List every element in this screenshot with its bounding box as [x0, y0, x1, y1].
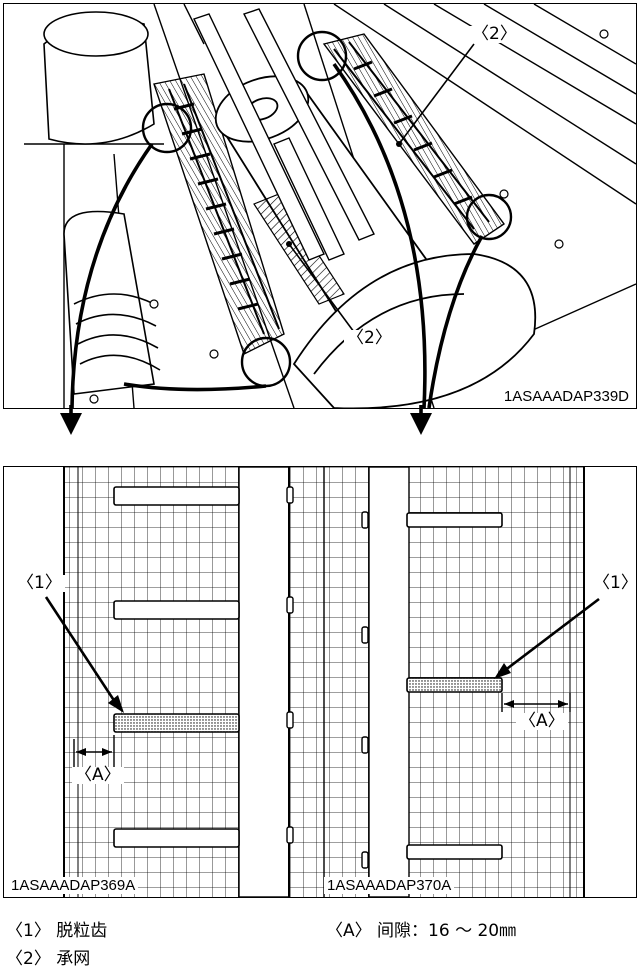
- legend-item-screen: 〈2〉 承网: [6, 949, 91, 969]
- bottom-right-callout-1: 〈1〉: [590, 575, 636, 592]
- threshing-tooth-highlight-right: [406, 677, 503, 693]
- transition-arrows: [60, 405, 432, 435]
- threshing-tooth-highlight-left: [113, 713, 240, 733]
- top-figure-panel: 1ASAAADAP339D 〈2〉 〈2〉: [3, 3, 637, 409]
- bottom-figure-panel: 〈1〉 〈A〉 〈1〉 〈A〉 1ASAAADAP369A 1ASAAADAP3…: [3, 466, 637, 898]
- top-figure-code: 1ASAAADAP339D: [500, 388, 632, 405]
- bottom-right-figure-code: 1ASAAADAP370A: [324, 877, 455, 894]
- legend-item-clearance: 〈A〉 间隙：16 ～ 20㎜: [326, 921, 517, 941]
- bottom-left-callout-a: 〈A〉: [72, 767, 124, 784]
- legend-item-threshing-tooth: 〈1〉 脱粒齿: [6, 921, 108, 941]
- bottom-left-figure-code: 1ASAAADAP369A: [8, 877, 139, 894]
- top-callout-2-upper: 〈2〉: [469, 26, 520, 43]
- bottom-left-callout-1: 〈1〉: [14, 575, 65, 592]
- bottom-right-callout-a: 〈A〉: [516, 713, 568, 730]
- down-arrow-icon: [60, 413, 432, 435]
- top-callout-2-lower: 〈2〉: [344, 330, 395, 347]
- down-arrow-icon: [70, 62, 484, 408]
- clearance-detail-illustration: [44, 467, 600, 897]
- leader-arrow-icon: [108, 663, 511, 713]
- threshing-drum-illustration: [24, 4, 636, 408]
